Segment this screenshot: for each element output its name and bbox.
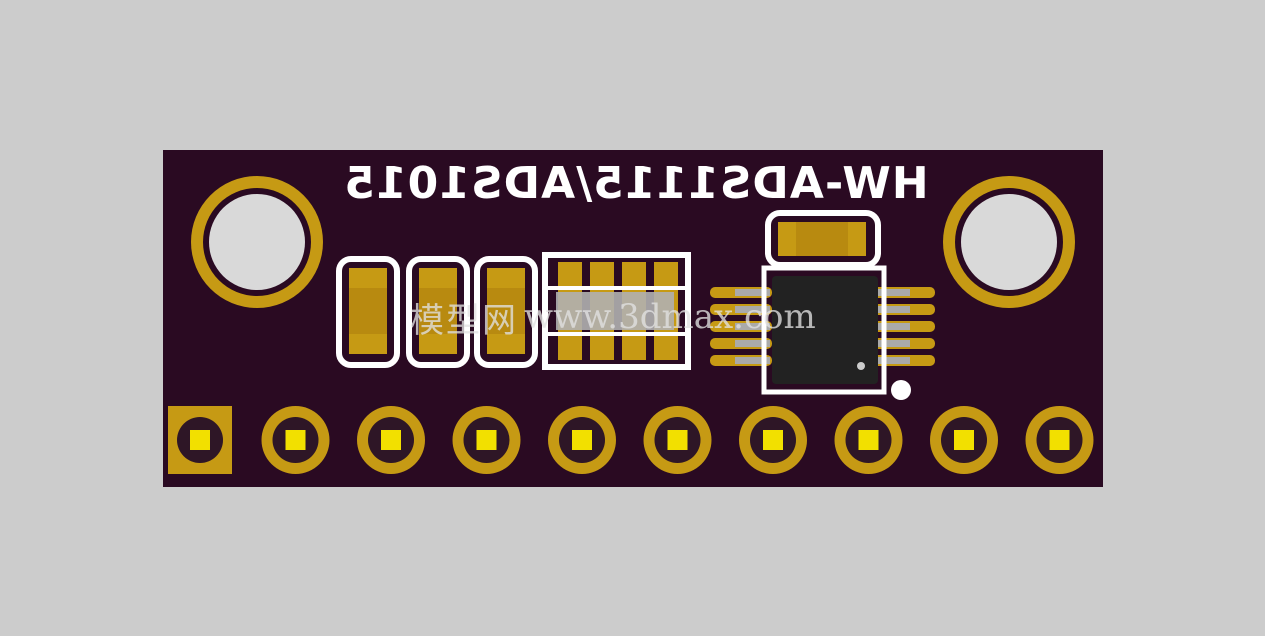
capacitor-2 [406, 256, 470, 368]
watermark-cjk: 模型网 [410, 300, 518, 341]
header-pin-1 [168, 406, 232, 474]
header-pin-9 [930, 406, 998, 474]
pin1-marker [891, 380, 911, 400]
ic-chip [761, 265, 887, 395]
resistor-array [542, 252, 691, 370]
mounting-hole-right [943, 176, 1075, 308]
jumper-pad [765, 210, 881, 268]
ic-pins-left [710, 287, 772, 366]
silkscreen-label: HW-ADS1115/ADS1015 [343, 157, 929, 209]
header-pin-7 [739, 406, 807, 474]
header-pins [168, 406, 1094, 474]
header-pin-6 [643, 406, 712, 474]
header-pin-10 [1025, 406, 1094, 474]
header-pin-2 [261, 406, 330, 474]
watermark-url: www.3dmax.com [524, 297, 816, 337]
capacitor-3 [474, 256, 538, 368]
mounting-hole-left [191, 176, 323, 308]
ic-pins-right [873, 287, 935, 366]
header-pin-4 [452, 406, 521, 474]
header-pin-5 [548, 406, 616, 474]
capacitor-1 [336, 256, 400, 368]
header-pin-8 [834, 406, 903, 474]
header-pin-3 [357, 406, 425, 474]
watermark: 模型网 www.3dmax.com [410, 290, 870, 344]
